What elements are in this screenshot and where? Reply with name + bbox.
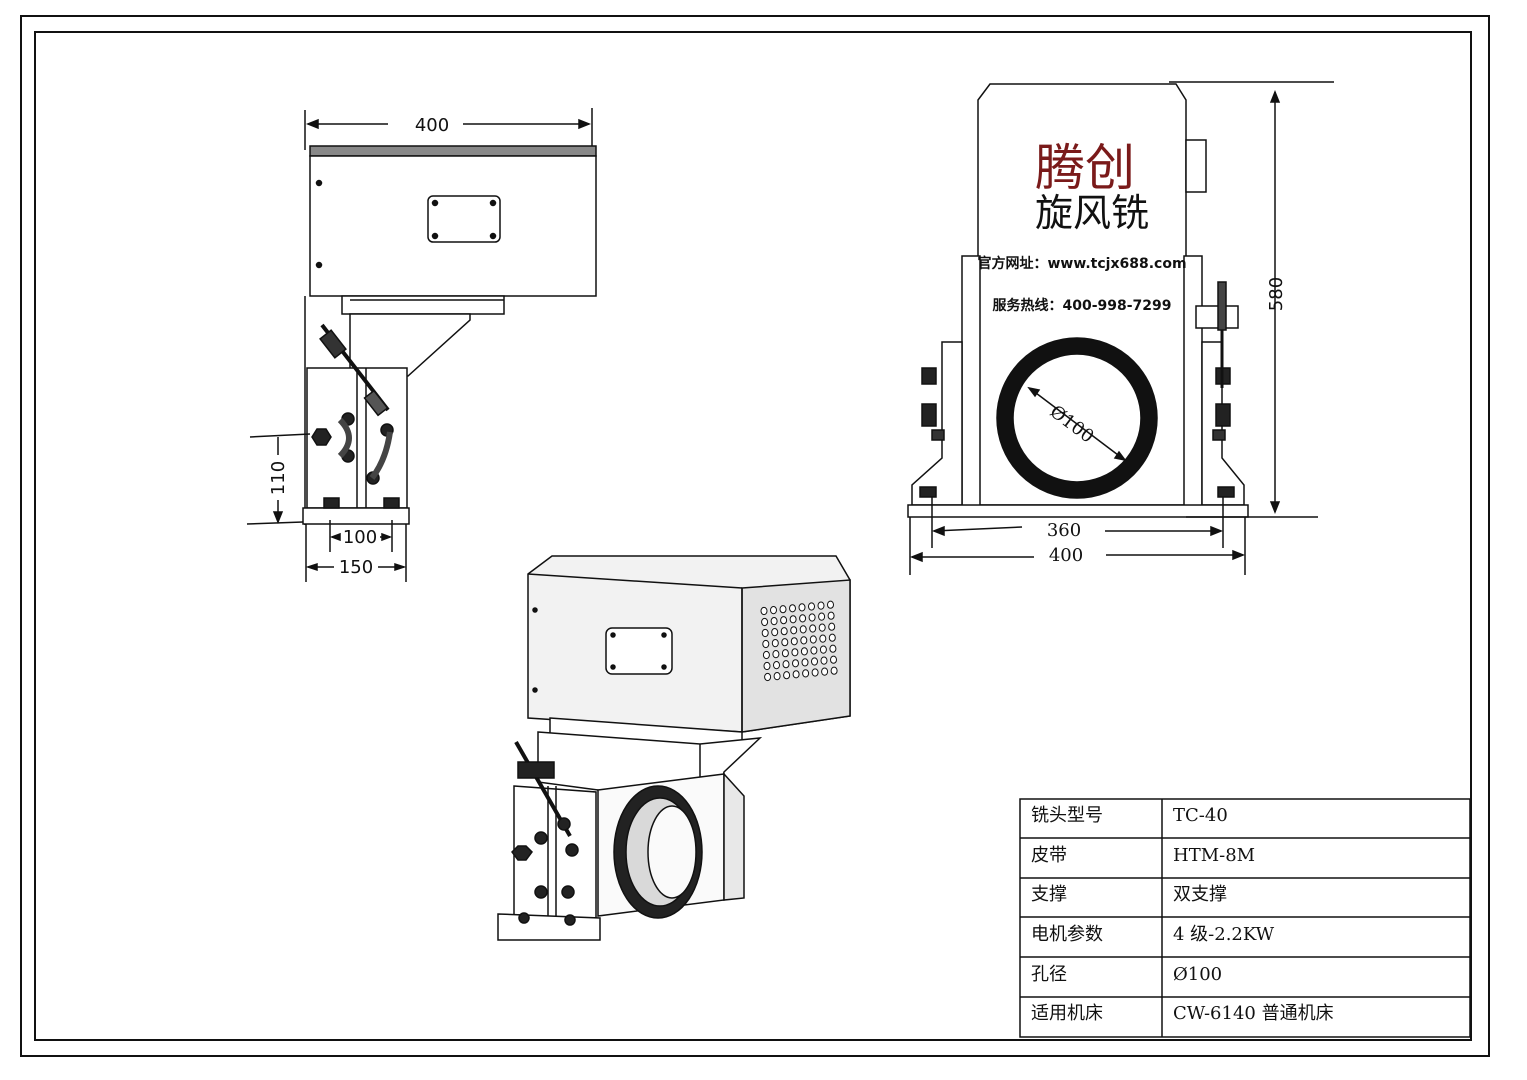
- spec-label-model: 铣头型号: [1031, 805, 1103, 826]
- spec-value-support: 双支撑: [1173, 884, 1227, 905]
- vent-hole: [782, 660, 790, 669]
- vent-hole: [780, 627, 788, 636]
- outer-border: [20, 15, 1490, 1057]
- vent-hole: [763, 661, 771, 671]
- side-view: [246, 108, 597, 582]
- brand-website: 官方网址：www.tcjx688.com: [977, 255, 1186, 272]
- vent-hole: [827, 600, 834, 609]
- vent-hole: [771, 639, 779, 648]
- spec-label-motor: 电机参数: [1031, 924, 1103, 945]
- vent-hole: [799, 614, 807, 623]
- vent-hole: [818, 623, 826, 632]
- spec-rows: 铣头型号 TC-40 皮带 HTM-8M 支撑 双支撑 电机参数 4 级-2.2…: [1031, 805, 1334, 1024]
- side-base-inner-label: 100: [343, 527, 377, 548]
- spec-label-lathe: 适用机床: [1031, 1003, 1103, 1024]
- vent-hole: [828, 622, 836, 631]
- vent-hole: [770, 617, 778, 626]
- side-base-outer-label: 150: [339, 557, 373, 578]
- vent-holes: [760, 600, 838, 682]
- vent-hole: [808, 613, 816, 622]
- vent-hole: [801, 658, 809, 667]
- vent-hole: [818, 612, 826, 621]
- vent-hole: [790, 626, 798, 635]
- vent-hole: [820, 656, 828, 665]
- vent-hole: [773, 672, 781, 681]
- vent-hole: [800, 636, 808, 645]
- vent-hole: [792, 670, 800, 679]
- vent-hole: [798, 603, 806, 612]
- spec-label-belt: 皮带: [1031, 845, 1067, 866]
- front-view: [907, 81, 1334, 575]
- vent-hole: [809, 635, 817, 644]
- vent-hole: [800, 647, 808, 656]
- isometric-view: [497, 555, 851, 941]
- vent-hole: [830, 666, 838, 675]
- side-height-label: 110: [268, 461, 289, 495]
- vent-hole: [819, 634, 827, 643]
- vent-hole: [764, 672, 772, 682]
- vent-hole: [790, 637, 798, 646]
- vent-hole: [808, 602, 815, 611]
- brand-product: 旋风铣: [1035, 191, 1149, 235]
- vent-hole: [780, 616, 788, 625]
- inner-border: [34, 31, 1472, 1041]
- vent-hole: [789, 615, 797, 624]
- vent-hole: [809, 624, 817, 633]
- vent-hole: [762, 639, 770, 649]
- vent-hole: [819, 645, 827, 654]
- vent-hole: [761, 628, 769, 638]
- vent-hole: [762, 650, 770, 660]
- spec-label-bore: 孔径: [1031, 964, 1067, 985]
- vent-hole: [827, 611, 835, 620]
- spec-label-support: 支撑: [1031, 884, 1067, 905]
- spec-value-lathe: CW-6140 普通机床: [1173, 1003, 1334, 1024]
- vent-hole: [811, 657, 818, 666]
- spec-table: [1019, 798, 1471, 1038]
- vent-hole: [779, 605, 787, 614]
- vent-hole: [829, 644, 837, 653]
- vent-hole: [783, 671, 791, 680]
- spec-value-model: TC-40: [1173, 805, 1228, 826]
- vent-hole: [802, 669, 810, 678]
- vent-hole: [791, 648, 799, 657]
- vent-hole: [799, 625, 807, 634]
- side-width-label: 400: [415, 115, 449, 136]
- vent-hole: [821, 667, 829, 676]
- vent-hole: [770, 606, 777, 615]
- vent-hole: [781, 638, 789, 647]
- brand-name: 腾创: [1035, 139, 1135, 197]
- vent-hole: [828, 633, 836, 642]
- vent-hole: [771, 628, 779, 637]
- vent-hole: [830, 655, 837, 664]
- vent-hole: [817, 601, 825, 610]
- vent-hole: [792, 659, 799, 668]
- vent-hole: [811, 668, 819, 677]
- front-height-label: 580: [1266, 277, 1287, 311]
- spec-value-bore: Ø100: [1173, 964, 1222, 985]
- spec-value-belt: HTM-8M: [1173, 845, 1255, 866]
- brand-hotline: 服务热线：400-998-7299: [992, 297, 1171, 314]
- front-base-outer-label: 400: [1049, 545, 1083, 566]
- spec-value-motor: 4 级-2.2KW: [1173, 924, 1275, 945]
- vent-hole: [810, 646, 818, 655]
- front-base-inner-label: 360: [1047, 520, 1081, 541]
- vent-hole: [773, 661, 780, 670]
- vent-hole: [789, 604, 796, 613]
- vent-hole: [772, 650, 780, 659]
- vent-hole: [761, 617, 769, 627]
- vent-hole: [781, 649, 789, 658]
- vent-hole: [760, 606, 768, 616]
